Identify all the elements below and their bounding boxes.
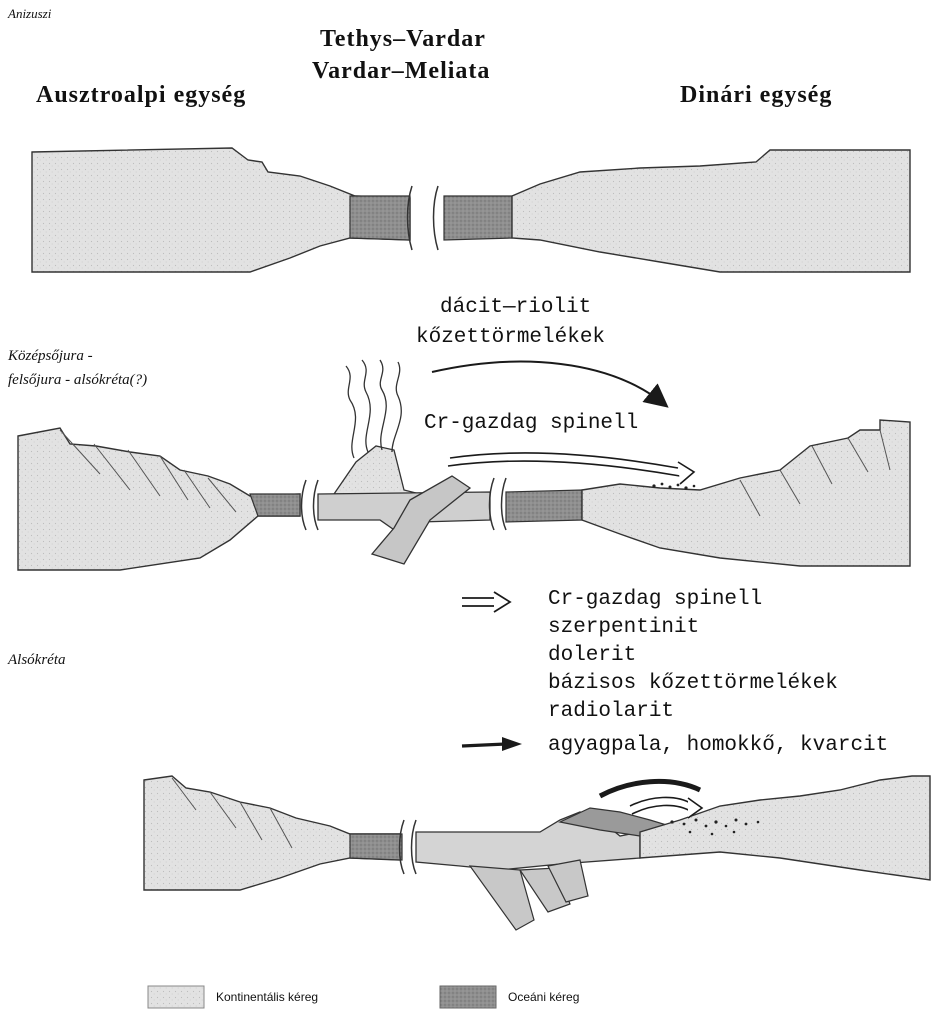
stage1-right-continent bbox=[512, 150, 910, 272]
legend-swatch-continental bbox=[148, 986, 204, 1008]
legend bbox=[148, 986, 496, 1008]
stage2-gap-left-2 bbox=[314, 480, 319, 530]
stage2-right-continent bbox=[582, 420, 910, 566]
stage2-spinel-open-arrow bbox=[450, 453, 678, 468]
stage1-gap-mark-right bbox=[434, 186, 439, 250]
stage2-volcano bbox=[334, 446, 420, 494]
legend-swatch-oceanic bbox=[440, 986, 496, 1008]
stage2-gap-left-1 bbox=[302, 480, 307, 530]
stage2-cross-section bbox=[18, 360, 910, 570]
stage2-debris-arrow bbox=[432, 362, 664, 404]
stage2-gap-right-2 bbox=[502, 478, 507, 530]
stage2-left-ocean bbox=[250, 494, 300, 516]
stage3-left-ocean bbox=[350, 834, 402, 860]
stage3-right-continent bbox=[640, 776, 930, 880]
stage3-cross-section bbox=[144, 776, 930, 930]
stage2-gap-right-1 bbox=[490, 478, 495, 530]
stage1-right-ocean bbox=[444, 196, 512, 240]
stage3-left-continent bbox=[144, 776, 400, 890]
solid-arrow-symbol bbox=[462, 744, 506, 746]
stage3-gap-2 bbox=[412, 820, 417, 874]
stage2-right-ocean bbox=[506, 490, 582, 522]
open-arrow-symbol bbox=[462, 598, 496, 606]
stage3-solid-arc-arrow bbox=[600, 781, 700, 796]
stage1-left-ocean bbox=[350, 196, 410, 240]
stage3-open-arc-arrow bbox=[630, 797, 692, 806]
stage3-key-arrows bbox=[462, 592, 522, 751]
stage1-cross-section bbox=[32, 148, 910, 272]
